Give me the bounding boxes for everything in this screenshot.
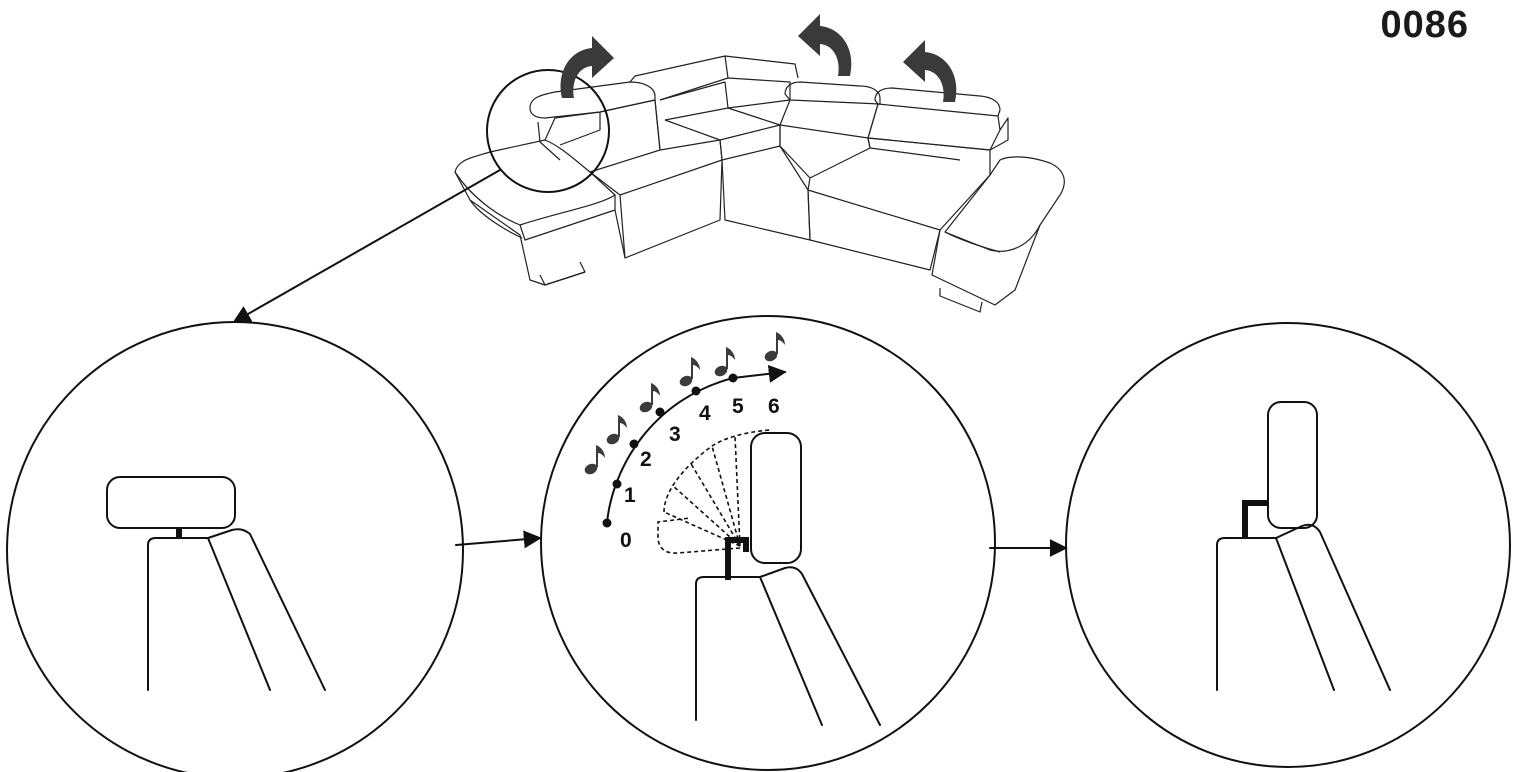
rotate-arrow-icon: [798, 14, 852, 76]
music-note-icon: [604, 415, 627, 447]
diagram-code: 0086: [1380, 4, 1469, 46]
position-dot: [691, 386, 701, 396]
position-dot: [728, 373, 738, 383]
position-label-0: 0: [620, 529, 632, 552]
position-label-1: 1: [624, 484, 636, 507]
rotate-arrow-icon: [560, 36, 614, 98]
music-note-icon: [712, 347, 735, 379]
position-label-3: 3: [669, 423, 681, 446]
position-dot: [612, 479, 622, 489]
music-note-icon: [762, 332, 785, 364]
position-dot: [629, 439, 639, 449]
position-dot: [655, 407, 665, 417]
zoom-pointer-arrow: [232, 169, 501, 323]
rotate-arrow-icon: [903, 40, 957, 102]
step-2-panel: [540, 315, 996, 771]
position-dot: [602, 518, 612, 528]
position-label-4: 4: [699, 402, 711, 425]
music-note-icon: [582, 445, 605, 477]
step-3-panel: [1065, 322, 1511, 768]
corner-sofa: [454, 55, 1065, 313]
position-label-2: 2: [640, 448, 652, 471]
position-label-5: 5: [732, 395, 744, 418]
position-label-6: 6: [768, 395, 780, 418]
music-note-icon: [677, 357, 700, 389]
arrow-right-icon: [455, 530, 542, 549]
zoom-circle: [486, 69, 610, 193]
step-1-panel: [6, 321, 464, 772]
